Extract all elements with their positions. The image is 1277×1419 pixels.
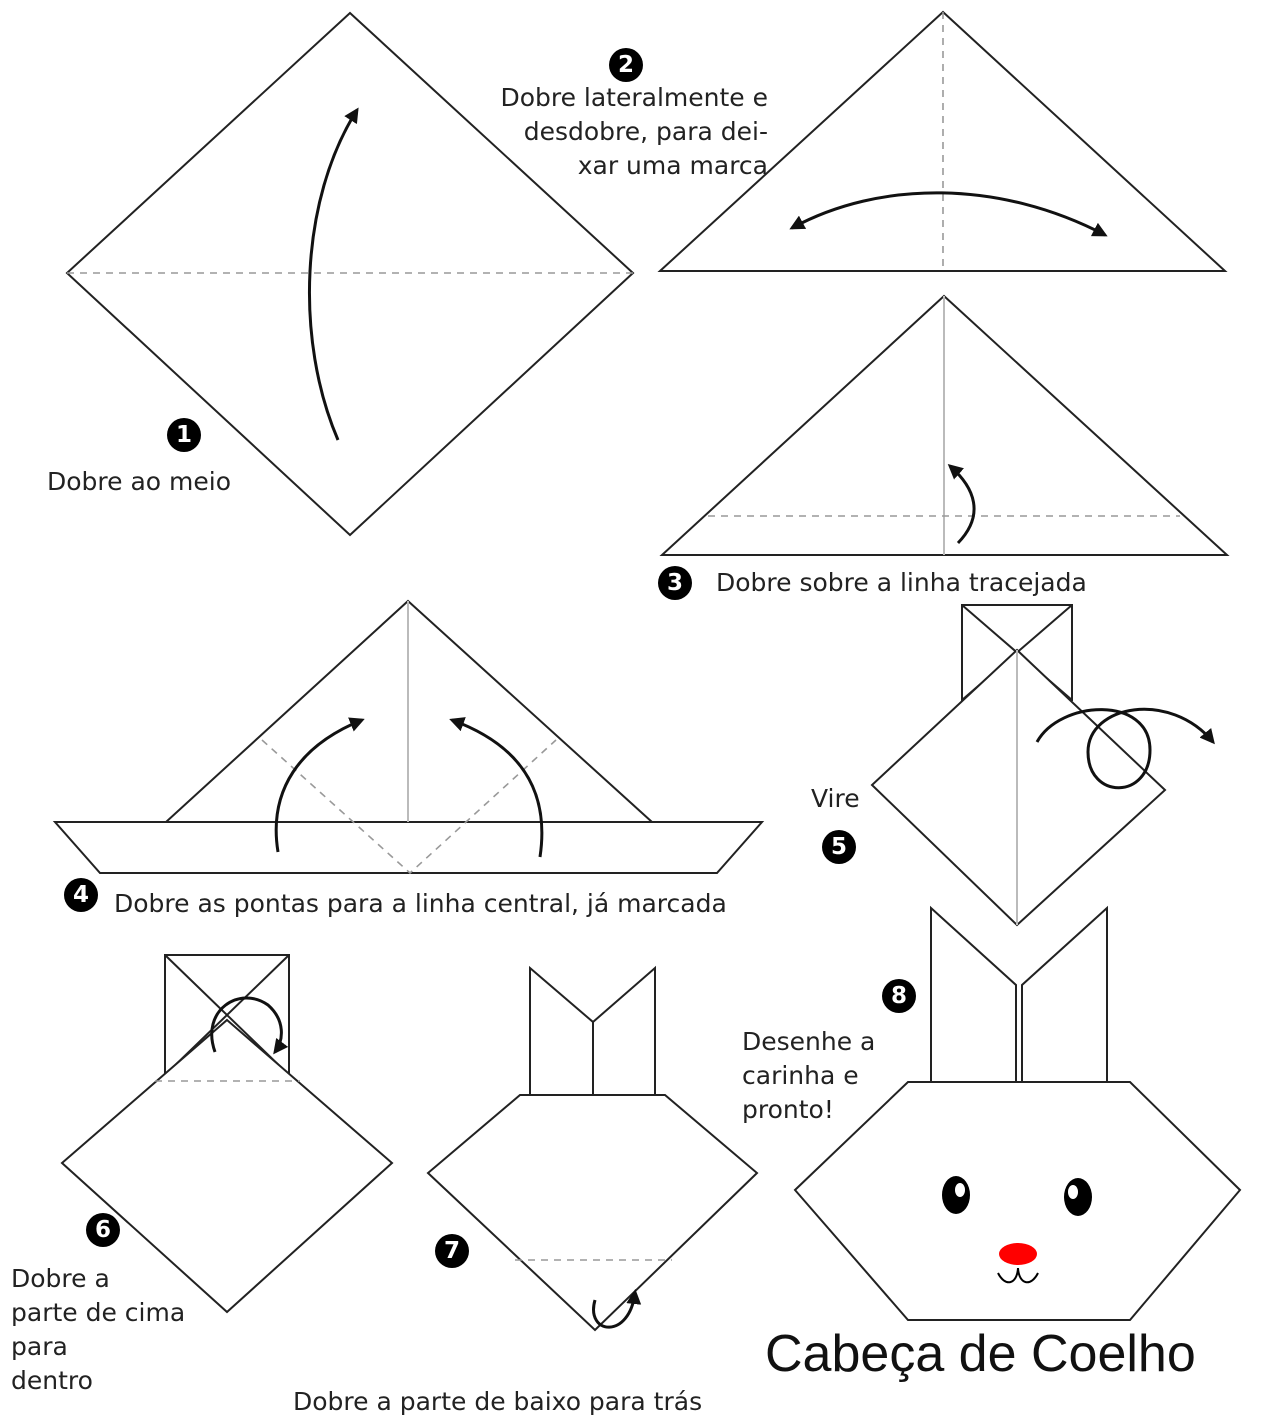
step-6-label-line: para [11,1332,68,1361]
step-2-label-line: xar uma marca [577,151,768,180]
step-3-badge: 3 [658,566,692,600]
step-3-figure [659,294,1230,556]
step-7-figure [426,965,759,1332]
step-2-figure [657,10,1228,272]
step-4-figure [52,599,765,875]
step-8-label-line: carinha e [742,1061,859,1090]
step-6-label-line: parte de cima [11,1298,186,1327]
step-3-label: Dobre sobre a linha tracejada [716,568,1087,597]
fold-unfold-arrow [789,191,1108,237]
step-7-badge: 7 [435,1234,469,1268]
step-2-label-line: Dobre lateralmente e [500,83,768,112]
fold-down-arrow [210,996,289,1055]
right-eye [1064,1178,1092,1216]
step-6-label-line: Dobre a [11,1264,110,1293]
step-8-label: Desenhe a carinha e pronto! [742,1025,875,1127]
step-1-figure [65,11,635,537]
fold-up-small-arrow [947,464,976,545]
fold-up-arrow [308,107,359,441]
step-5-label: Vire [811,784,860,813]
step-6-label-line: dentro [11,1366,93,1395]
step-1-label: Dobre ao meio [47,467,232,496]
step-6-figure [60,954,394,1314]
nose [999,1243,1037,1265]
turn-over-arrow [1035,707,1215,790]
step-8-figure [793,905,1242,1321]
left-eye [942,1176,970,1214]
step-2-label-line: desdobre, para dei- [523,117,768,146]
step-5-badge: 5 [822,830,856,864]
step-7-label: Dobre a parte de baixo para trás [293,1387,703,1416]
diagram-title: Cabeça de Coelho [765,1325,1196,1383]
step-2-badge: 2 [609,48,643,82]
step-8-badge: 8 [882,979,916,1013]
fold-right-point-arrow [449,717,544,858]
step-6-badge: 6 [86,1213,120,1247]
step-1-badge: 1 [167,418,201,452]
step-8-label-line: pronto! [742,1095,834,1124]
step-2-label: Dobre lateralmente e desdobre, para dei-… [482,81,768,183]
step-4-label: Dobre as pontas para a linha central, já… [114,889,727,918]
fold-back-arrow [592,1289,642,1329]
step-5-figure [870,604,1215,927]
step-8-label-line: Desenhe a [742,1027,876,1056]
step-4-badge: 4 [64,878,98,912]
fold-left-point-arrow [274,717,365,853]
step-6-label: Dobre a parte de cima para dentro [11,1262,185,1398]
mouth [997,1267,1039,1284]
